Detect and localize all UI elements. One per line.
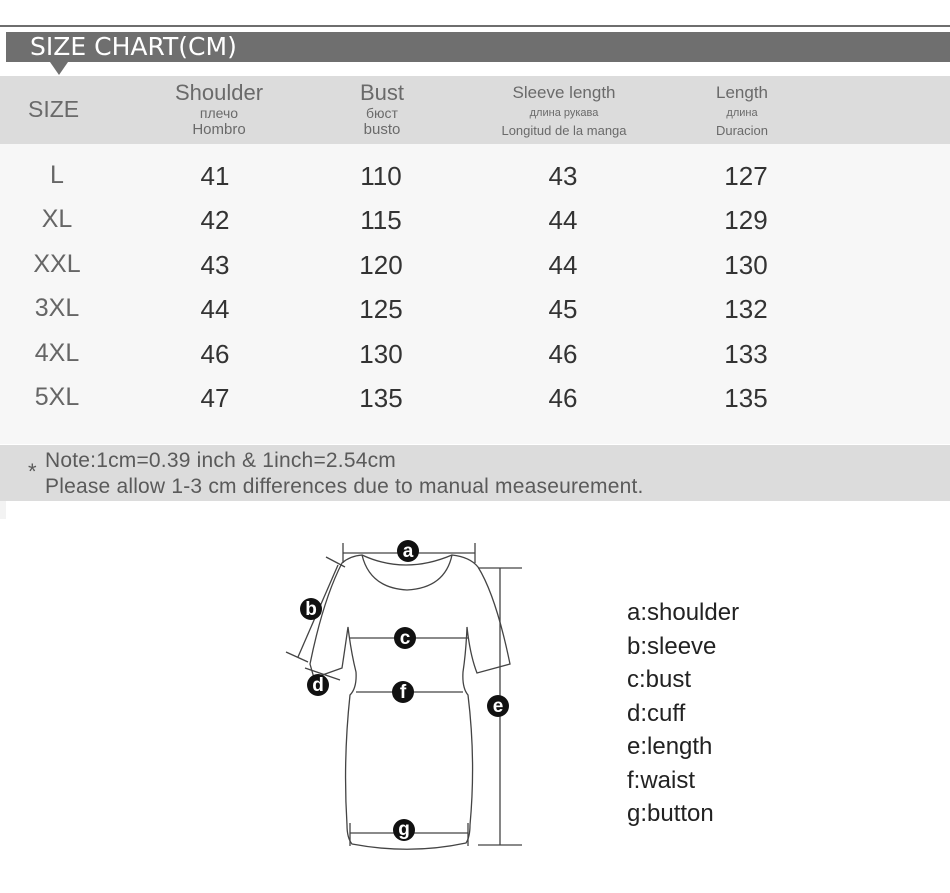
note-asterisk: * <box>28 459 37 484</box>
cell-sleeve: 44 <box>548 205 578 235</box>
svg-text:e: e <box>493 696 504 717</box>
column-header-bust-en: Bust <box>359 80 405 105</box>
cell-shoulder: 41 <box>200 161 230 191</box>
cell-bust: 125 <box>359 294 403 324</box>
cell-bust: 130 <box>359 339 403 369</box>
column-header-shoulder: Shoulder плечо Hombro <box>175 76 263 144</box>
cell-shoulder: 47 <box>200 383 230 413</box>
note-tolerance: Please allow 1-3 cm differences due to m… <box>45 475 644 498</box>
svg-text:a: a <box>403 541 414 562</box>
cell-size: 3XL <box>34 294 80 322</box>
column-header-length: Length длина Duracion <box>716 76 768 144</box>
legend-item-length: e:length <box>627 733 713 760</box>
table-row: XXL 43 120 44 130 <box>0 242 950 286</box>
legend-item-bust: c:bust <box>627 666 692 693</box>
table-header: SIZE Shoulder плечо Hombro Bust бюст bus… <box>0 76 950 144</box>
column-header-sleeve-ru: длина рукава <box>529 107 599 119</box>
top-divider <box>0 25 950 27</box>
column-header-shoulder-ru: плечо <box>199 105 239 121</box>
title-banner: SIZE CHART(CM) <box>6 32 950 62</box>
cell-size: XXL <box>33 250 81 278</box>
legend-item-shoulder: a:shoulder <box>627 599 740 626</box>
svg-text:d: d <box>312 675 324 696</box>
legend-item-waist: f:waist <box>627 766 696 794</box>
decorative-strip <box>0 501 6 519</box>
page-title: SIZE CHART(CM) <box>30 32 237 61</box>
cell-length: 127 <box>724 161 768 191</box>
svg-text:g: g <box>398 819 410 840</box>
column-header-bust: Bust бюст busto <box>360 76 404 144</box>
cell-size: 4XL <box>34 339 80 367</box>
cell-length: 135 <box>724 383 768 413</box>
cell-size: L <box>50 161 64 189</box>
svg-text:f: f <box>400 682 407 703</box>
column-header-length-en: Length <box>716 83 768 102</box>
column-header-length-es: Duracion <box>715 123 769 138</box>
column-header-bust-ru: бюст <box>366 105 398 121</box>
column-header-length-ru: длина <box>726 107 758 119</box>
cell-bust: 135 <box>359 383 403 413</box>
cell-length: 132 <box>724 294 768 324</box>
cell-length: 129 <box>724 205 768 235</box>
table-row: 4XL 46 130 46 133 <box>0 331 950 375</box>
cell-bust: 115 <box>360 205 402 235</box>
table-row: L 41 110 43 127 <box>0 153 950 197</box>
column-header-bust-es: busto <box>363 121 401 138</box>
legend-item-cuff: d:cuff <box>627 699 686 727</box>
cell-size: 5XL <box>34 383 80 411</box>
table-row: XL 42 115 44 129 <box>0 197 950 241</box>
cell-shoulder: 46 <box>200 339 230 369</box>
table-body: L 41 110 43 127 XL 42 115 44 129 XXL 43 … <box>0 144 950 444</box>
table-row: 5XL 47 135 46 135 <box>0 375 950 419</box>
cell-sleeve: 45 <box>548 294 578 324</box>
legend-item-sleeve: b:sleeve <box>627 632 717 660</box>
dress-diagram-icon: a b c d e f g <box>285 540 522 850</box>
cell-shoulder: 44 <box>200 294 230 324</box>
cell-size: XL <box>41 205 73 233</box>
note-conversion: Note:1cm=0.39 inch & 1inch=2.54cm <box>45 449 396 472</box>
column-header-sleeve-en: Sleeve length <box>512 83 616 102</box>
column-header-shoulder-en: Shoulder <box>174 80 264 105</box>
column-header-size: SIZE <box>28 96 80 122</box>
table-row: 3XL 44 125 45 132 <box>0 286 950 330</box>
cell-sleeve: 46 <box>548 383 578 413</box>
svg-text:b: b <box>305 599 317 620</box>
cell-length: 133 <box>724 339 768 369</box>
column-header-sleeve-es: Longitud de la manga <box>501 123 627 138</box>
legend-item-button: g:button <box>627 800 714 827</box>
cell-sleeve: 43 <box>548 161 578 191</box>
title-pointer-arrow <box>50 62 68 75</box>
cell-bust: 110 <box>360 161 402 191</box>
cell-sleeve: 44 <box>548 250 578 280</box>
column-header-shoulder-es: Hombro <box>192 121 246 138</box>
measurement-note: * Note:1cm=0.39 inch & 1inch=2.54cm Plea… <box>0 445 950 501</box>
column-header-sleeve: Sleeve length длина рукава Longitud de l… <box>501 76 626 144</box>
diagram-legend: a:shoulder b:sleeve c:bust d:cuff e:leng… <box>627 596 739 831</box>
cell-shoulder: 43 <box>200 250 230 280</box>
svg-text:c: c <box>400 628 411 649</box>
measurement-diagram: a b c d e f g <box>0 520 950 893</box>
cell-length: 130 <box>724 250 768 280</box>
cell-shoulder: 42 <box>200 205 230 235</box>
cell-bust: 120 <box>359 250 403 280</box>
cell-sleeve: 46 <box>548 339 578 369</box>
